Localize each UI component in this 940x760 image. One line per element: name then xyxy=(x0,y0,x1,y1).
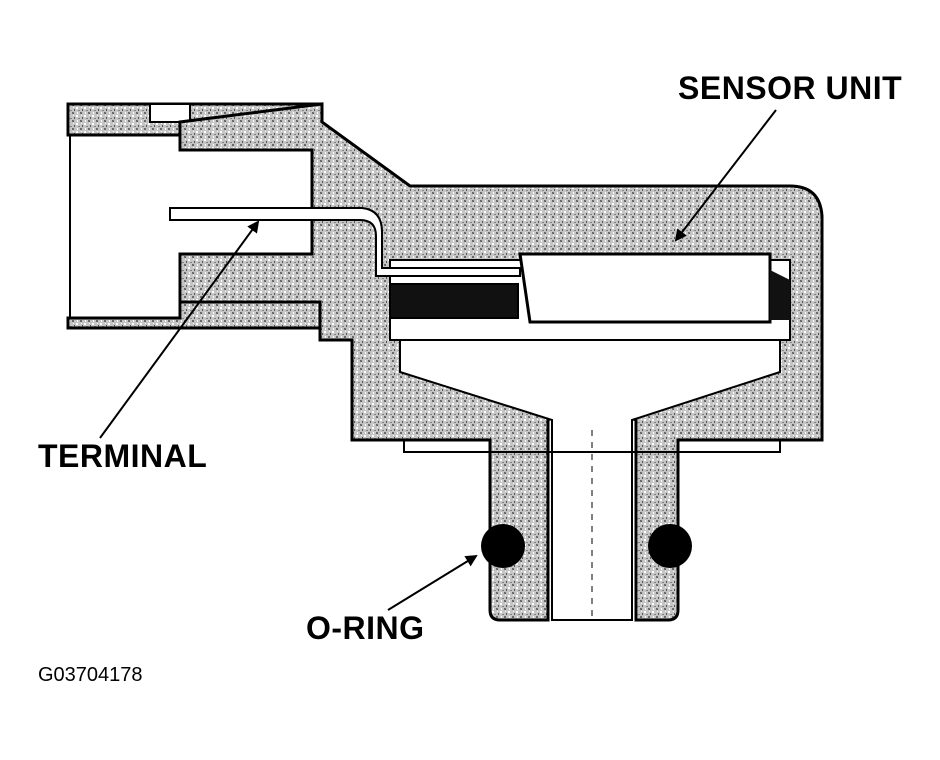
o-ring-left xyxy=(481,524,525,568)
pressure-passage xyxy=(399,339,781,621)
o-ring-right xyxy=(648,524,692,568)
sensor-unit-label: SENSOR UNIT xyxy=(678,70,903,106)
seal-band xyxy=(389,283,519,319)
sensor-unit-element xyxy=(518,252,772,324)
o-ring-label: O-RING xyxy=(306,610,425,646)
terminal-arrow xyxy=(99,220,260,439)
sensor-unit-arrow xyxy=(674,109,777,242)
terminal-label: TERMINAL xyxy=(38,438,208,474)
terminal-pin xyxy=(169,207,521,277)
lower-lip xyxy=(403,440,781,453)
figure-code: G03704178 xyxy=(38,664,143,686)
o-ring-arrow xyxy=(387,554,478,611)
